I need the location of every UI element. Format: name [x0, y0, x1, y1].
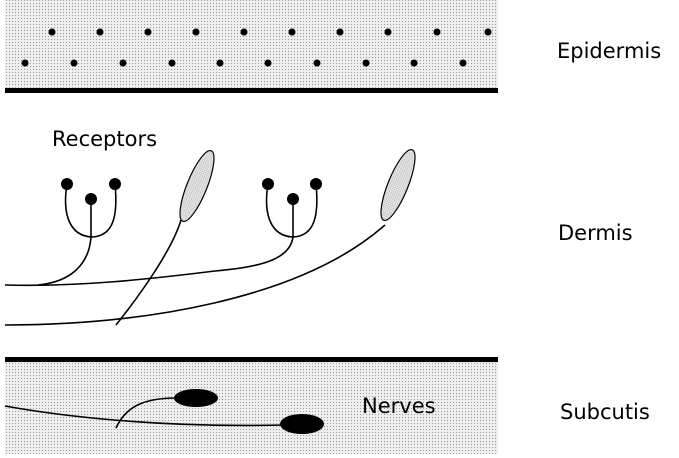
epidermis-dot — [169, 60, 176, 67]
epidermis-layer — [5, 0, 498, 90]
epidermis-dot — [193, 29, 200, 36]
epidermis-dot — [385, 29, 392, 36]
receptor-dot — [310, 178, 322, 190]
epidermis-dot — [22, 60, 29, 67]
label-nerves: Nerves — [362, 394, 436, 418]
epidermis-dot — [289, 29, 296, 36]
epidermis-dot — [363, 60, 370, 67]
epidermis-dot — [120, 60, 127, 67]
receptor-dot — [287, 193, 299, 205]
epidermis-dot — [337, 29, 344, 36]
label-receptors: Receptors — [52, 127, 157, 151]
epidermis-boundary-line — [5, 88, 498, 93]
receptor-dot — [61, 178, 73, 190]
nerve-branch-left — [116, 220, 181, 325]
epidermis-dot — [217, 60, 224, 67]
receptor-dot — [109, 178, 121, 190]
nerve-fiber-lower — [5, 225, 385, 325]
epidermis-dot — [241, 29, 248, 36]
nerve-ending-upper — [174, 389, 218, 407]
receptor-dot — [85, 193, 97, 205]
epidermis-dot — [265, 60, 272, 67]
epidermis-dot — [314, 60, 321, 67]
label-dermis: Dermis — [558, 221, 633, 245]
receptor-cluster-right — [215, 184, 317, 271]
epidermis-dot — [411, 60, 418, 67]
nerve-fiber-upper — [5, 271, 215, 285]
epidermis-dot — [434, 29, 441, 36]
epidermis-dot — [49, 29, 56, 36]
nerve-fibers — [5, 220, 385, 325]
label-epidermis: Epidermis — [557, 39, 661, 63]
receptor-dot — [262, 178, 274, 190]
label-subcutis: Subcutis — [560, 400, 650, 424]
epidermis-dot — [97, 29, 104, 36]
epidermis-dot — [485, 29, 492, 36]
receptor-cluster-left — [38, 184, 116, 285]
subcutis-boundary-line — [5, 357, 498, 362]
epidermis-dot — [71, 60, 78, 67]
encapsulated-receptor-left — [173, 147, 220, 225]
encapsulated-receptor-right — [374, 146, 421, 224]
epidermis-dot — [460, 60, 467, 67]
nerve-ending-lower — [280, 414, 324, 434]
epidermis-dot — [145, 29, 152, 36]
